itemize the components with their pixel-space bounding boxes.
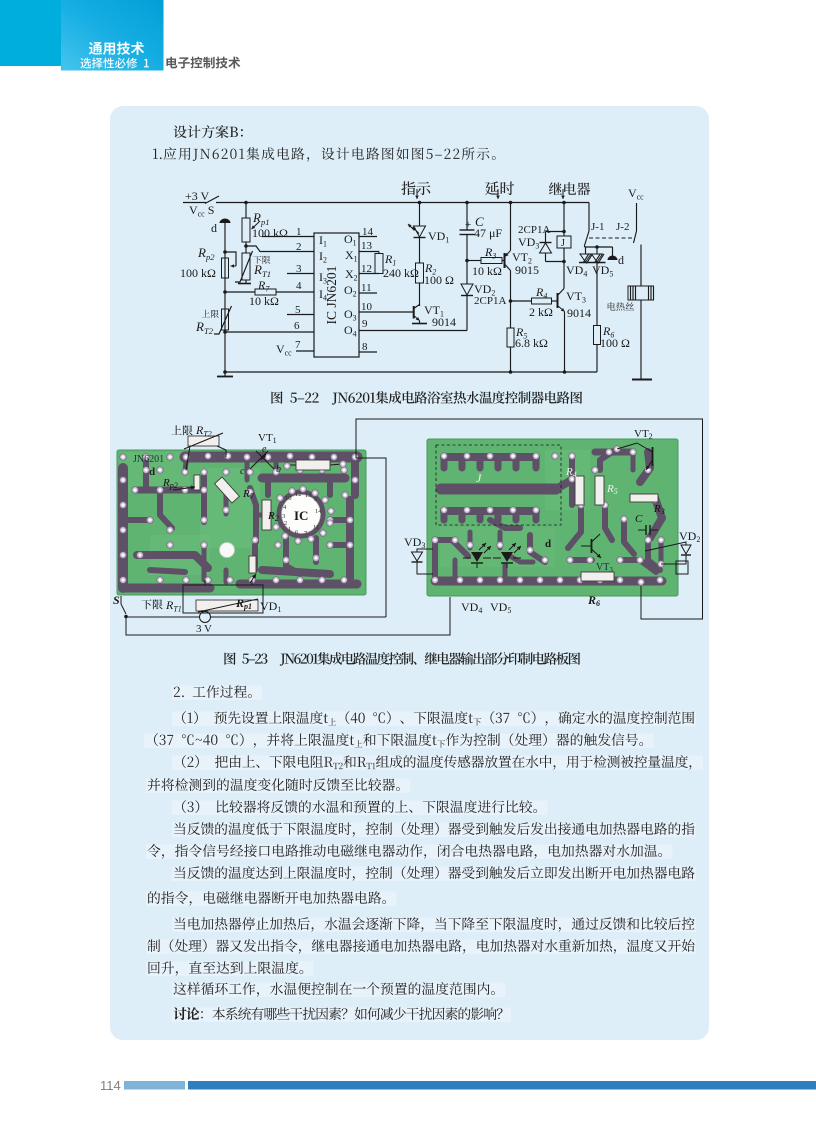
svg-text:R2: R2 — [267, 510, 279, 523]
svg-text:5: 5 — [295, 304, 301, 316]
svg-text:1: 1 — [288, 526, 291, 533]
svg-text:2 kΩ: 2 kΩ — [529, 305, 553, 319]
svg-text:e: e — [262, 444, 267, 455]
svg-text:10: 10 — [361, 301, 373, 313]
svg-text:1: 1 — [296, 226, 302, 238]
svg-text:J: J — [561, 238, 565, 249]
svg-text:VT1: VT1 — [424, 303, 444, 319]
svg-text:240 kΩ: 240 kΩ — [383, 266, 419, 280]
svg-text:d: d — [211, 221, 217, 235]
svg-text:9014: 9014 — [567, 306, 591, 320]
svg-text:VT1: VT1 — [258, 432, 277, 445]
svg-text:Rp2: Rp2 — [162, 477, 178, 490]
svg-text:VD1: VD1 — [260, 599, 281, 614]
svg-text:VT3: VT3 — [596, 562, 613, 574]
svg-text:14: 14 — [362, 226, 374, 238]
svg-text:10 kΩ: 10 kΩ — [472, 264, 502, 278]
svg-text:I1: I1 — [319, 233, 327, 249]
svg-text:3 V: 3 V — [196, 623, 212, 635]
svg-text:I4: I4 — [319, 287, 327, 303]
svg-text:12: 12 — [361, 263, 372, 275]
svg-text:10: 10 — [285, 495, 292, 502]
svg-text:9: 9 — [362, 318, 368, 330]
svg-text:6.8 kΩ: 6.8 kΩ — [515, 336, 548, 350]
svg-text:VD4: VD4 — [461, 600, 482, 615]
svg-text:114: 114 — [100, 1078, 121, 1093]
svg-text:J-2: J-2 — [616, 221, 629, 233]
svg-text:R4: R4 — [565, 466, 577, 479]
svg-text:Vcc S: Vcc S — [189, 203, 214, 219]
svg-text:VD1: VD1 — [428, 229, 449, 245]
svg-text:13: 13 — [305, 492, 312, 499]
svg-text:9: 9 — [314, 496, 317, 503]
svg-text:d: d — [618, 253, 624, 267]
svg-text:+: + — [465, 219, 471, 231]
svg-text:C: C — [475, 214, 484, 229]
svg-text:100 Ω: 100 Ω — [600, 336, 630, 350]
svg-text:d: d — [149, 466, 155, 478]
svg-text:VD3: VD3 — [518, 235, 539, 251]
svg-text:2CP1A: 2CP1A — [518, 224, 550, 236]
svg-text:13: 13 — [361, 240, 373, 252]
svg-text:R7: R7 — [242, 488, 255, 501]
svg-text:3: 3 — [296, 263, 302, 275]
svg-text:6: 6 — [295, 529, 299, 536]
svg-text:R3: R3 — [653, 503, 665, 516]
svg-text:4: 4 — [296, 280, 302, 292]
svg-text:9014: 9014 — [432, 315, 456, 329]
svg-text:VT2: VT2 — [634, 428, 653, 441]
svg-text:IC: IC — [294, 508, 308, 523]
svg-text:100 Ω: 100 Ω — [424, 273, 454, 287]
svg-text:J-1: J-1 — [591, 221, 604, 233]
svg-text:VD5: VD5 — [490, 600, 511, 615]
svg-text:11: 11 — [361, 282, 372, 294]
svg-text:14: 14 — [315, 508, 322, 515]
svg-text:8: 8 — [362, 341, 368, 353]
svg-text:I3: I3 — [319, 270, 327, 286]
svg-text:C: C — [635, 513, 643, 525]
svg-text:VT3: VT3 — [566, 289, 586, 305]
svg-text:VT2: VT2 — [512, 250, 532, 266]
svg-text:100 kΩ: 100 kΩ — [252, 226, 288, 240]
svg-text:100 kΩ: 100 kΩ — [180, 266, 216, 280]
svg-text:+3 V: +3 V — [185, 189, 210, 203]
svg-text:2: 2 — [284, 520, 287, 527]
svg-text:12: 12 — [295, 491, 302, 498]
svg-text:VD4: VD4 — [566, 263, 587, 279]
svg-text:R5: R5 — [606, 483, 618, 496]
svg-text:IC JN6201: IC JN6201 — [324, 266, 339, 325]
svg-text:d: d — [545, 538, 551, 550]
svg-text:3: 3 — [282, 513, 285, 520]
svg-text:4: 4 — [283, 504, 287, 511]
svg-text:VD3: VD3 — [404, 535, 425, 550]
svg-text:2: 2 — [296, 241, 302, 253]
svg-text:I2: I2 — [319, 249, 327, 265]
svg-text:VD2: VD2 — [679, 529, 700, 544]
svg-text:c: c — [240, 466, 245, 477]
svg-text:10 kΩ: 10 kΩ — [249, 294, 279, 308]
svg-text:b: b — [276, 464, 281, 475]
svg-text:9015: 9015 — [515, 263, 539, 277]
svg-text:VD2: VD2 — [474, 282, 495, 298]
svg-text:2CP1A: 2CP1A — [474, 295, 506, 307]
svg-text:J: J — [476, 471, 482, 485]
svg-text:11: 11 — [313, 524, 319, 531]
svg-text:6: 6 — [294, 320, 300, 332]
svg-text:7: 7 — [295, 339, 301, 351]
svg-text:7: 7 — [304, 530, 308, 537]
svg-text:S: S — [113, 593, 120, 607]
svg-text:47 μF: 47 μF — [474, 226, 502, 240]
svg-text:JN6201: JN6201 — [133, 454, 164, 465]
